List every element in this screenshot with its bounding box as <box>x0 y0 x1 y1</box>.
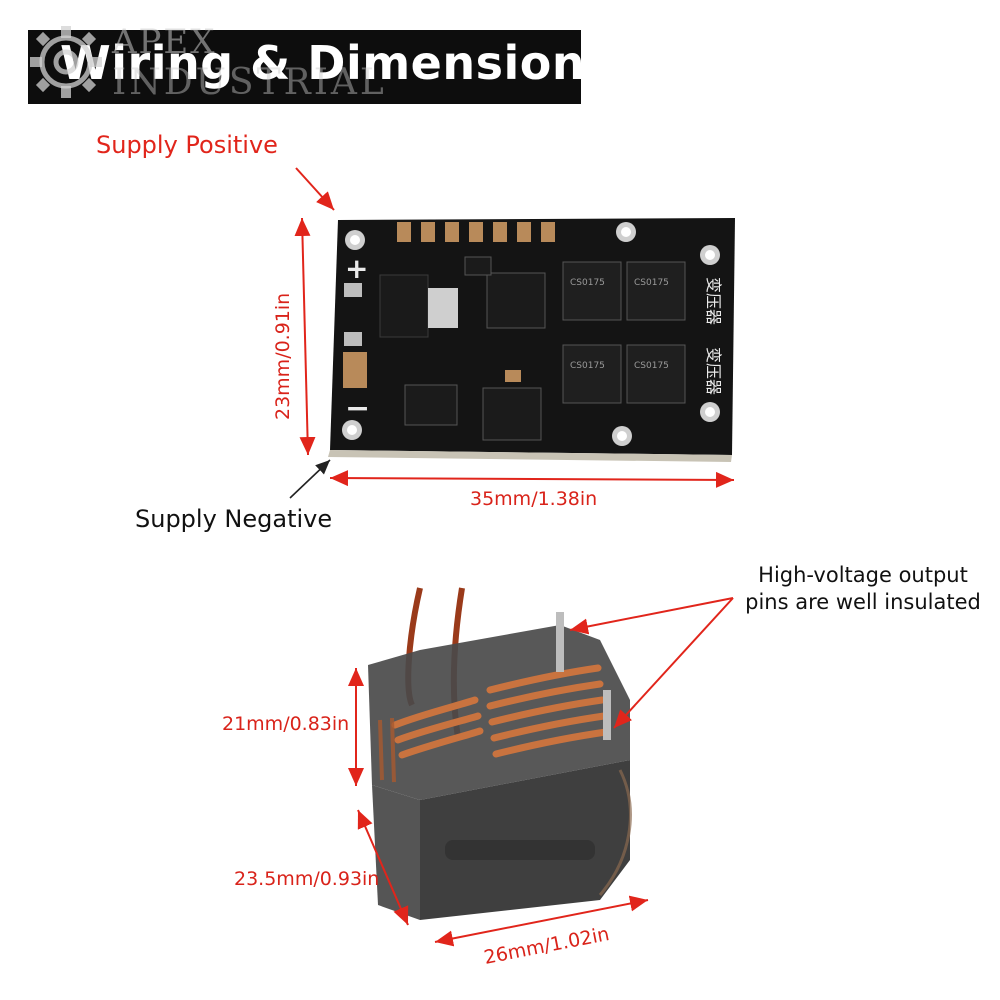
transformer-depth-dimension: 23.5mm/0.93in <box>234 868 380 890</box>
transformer-silk-1: 变压器 <box>704 277 723 325</box>
svg-text:CS0175: CS0175 <box>634 278 669 288</box>
transformer-width-arrow <box>434 895 649 947</box>
pcb-board: + − CS0175 CS0175 CS0175 CS0175 变压器 变压器 <box>328 218 735 462</box>
label-supply-negative: Supply Negative <box>135 505 333 533</box>
hv-pins-note: High-voltage output pins are well insula… <box>745 563 981 614</box>
transformer-silk-2: 变压器 <box>704 347 723 395</box>
transformer-illustration <box>368 587 632 920</box>
watermark-line1: APEX <box>112 22 217 62</box>
arrow-hv-pin-top <box>569 597 734 635</box>
arrow-hv-pin-bottom <box>613 597 734 729</box>
watermark-line2: INDUSTRIAL <box>112 62 387 103</box>
label-supply-positive: Supply Positive <box>96 131 278 159</box>
gear-logo-icon <box>30 26 102 98</box>
svg-text:CS0175: CS0175 <box>634 361 669 371</box>
silk-plus-text: + <box>345 252 368 285</box>
board-height-arrow <box>294 217 316 456</box>
transformer-depth-arrow <box>357 809 409 926</box>
silk-minus-text: − <box>345 391 370 426</box>
chip-marking: CS0175 <box>570 278 605 288</box>
arrow-supply-negative <box>289 459 331 499</box>
transformer-height-dimension: 21mm/0.83in <box>222 713 350 735</box>
svg-text:CS0175: CS0175 <box>570 361 605 371</box>
page-title: Wiring & Dimensions <box>60 36 613 90</box>
board-width-arrow <box>329 470 735 488</box>
arrow-supply-positive <box>295 167 335 211</box>
title-bar <box>28 30 581 104</box>
board-width-dimension: 35mm/1.38in <box>470 488 598 510</box>
